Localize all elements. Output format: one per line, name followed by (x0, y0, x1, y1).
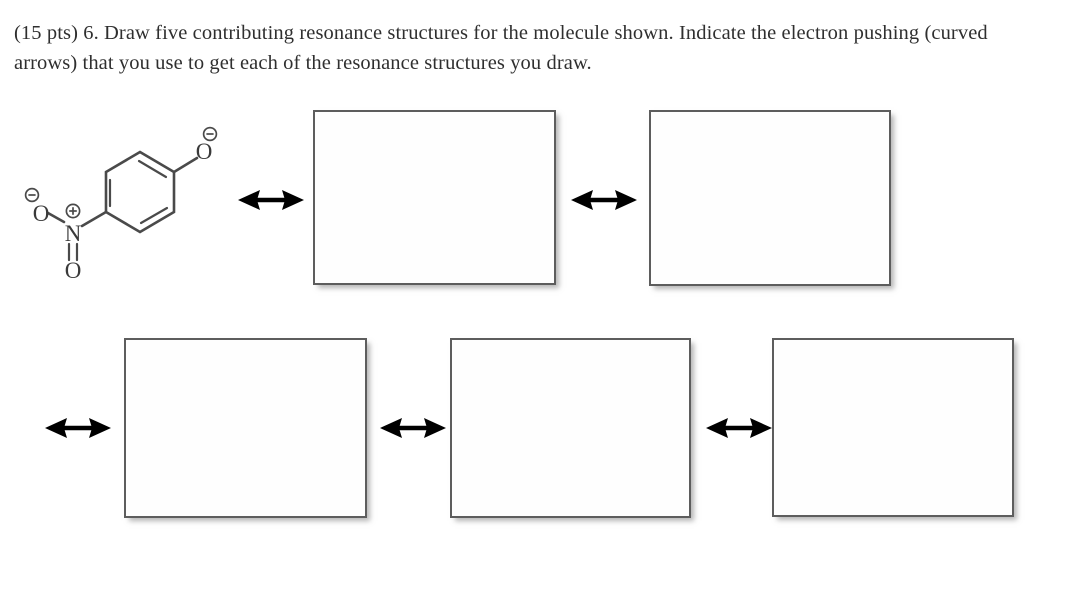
molecule-structure-4-nitrophenolate: O O N O (14, 110, 240, 290)
resonance-arrow-2 (571, 186, 637, 214)
bond-ring-to-phenolate-oxygen (172, 156, 199, 174)
question-prompt-text: (15 pts) 6. Draw five contributing reson… (14, 22, 988, 74)
answer-box-1[interactable] (313, 110, 556, 285)
answer-box-4[interactable] (450, 338, 691, 518)
answer-box-3[interactable] (124, 338, 367, 518)
atom-label-nitrogen: N (65, 221, 82, 246)
ring-double-bond-bottom-right (139, 206, 169, 225)
charge-minus-nitro-oxygen (24, 187, 40, 203)
ring-double-bond-top-right (137, 159, 168, 179)
benzene-ring (104, 150, 176, 234)
resonance-arrow-3 (45, 414, 111, 442)
bond-ring-to-nitrogen (80, 210, 108, 228)
bond-nitrogen-to-anionic-oxygen (46, 211, 66, 224)
resonance-arrow-1 (238, 186, 304, 214)
resonance-arrow-5 (706, 414, 772, 442)
charge-plus-nitrogen (65, 203, 81, 219)
answer-box-2[interactable] (649, 110, 891, 286)
molecule-drawing: O O N O (24, 126, 218, 283)
formal-charge-group (24, 126, 218, 219)
atom-label-phenolate-oxygen: O (196, 139, 213, 164)
atom-label-nitro-anionic-oxygen: O (33, 201, 50, 226)
charge-minus-phenolate-oxygen (202, 126, 218, 142)
resonance-arrow-4 (380, 414, 446, 442)
answer-box-5[interactable] (772, 338, 1014, 517)
atom-label-nitro-double-oxygen: O (65, 258, 82, 283)
